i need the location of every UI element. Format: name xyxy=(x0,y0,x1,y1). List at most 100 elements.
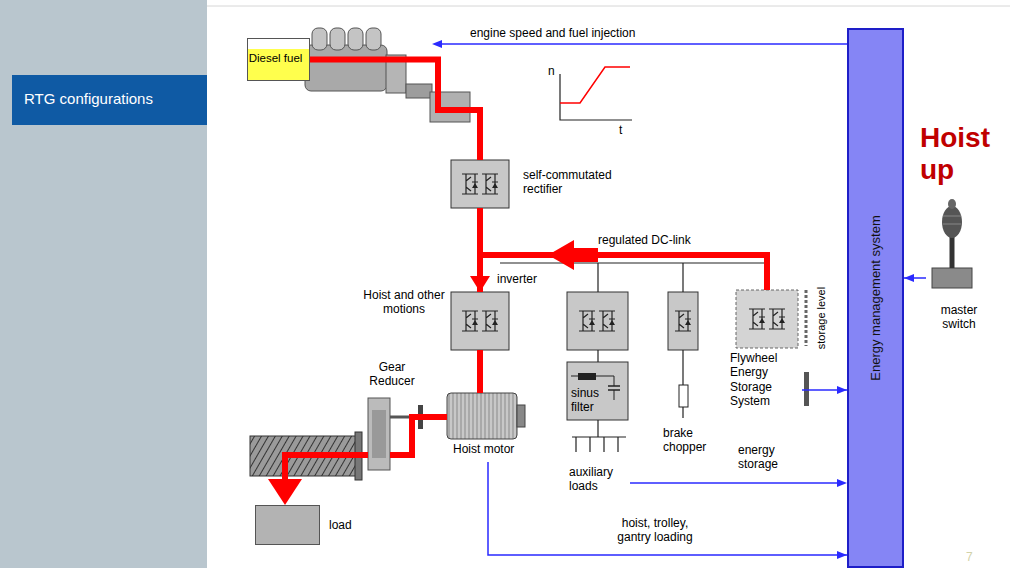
dc-bus-part xyxy=(500,263,767,292)
level-label: storage level xyxy=(815,287,828,349)
filter-label: sinus filter xyxy=(571,386,611,415)
page-number: 7 xyxy=(966,550,973,564)
signal-arrow xyxy=(802,389,847,391)
rectifier-label: self-commutated rectifier xyxy=(523,168,628,197)
switch-label: master switch xyxy=(926,303,992,332)
flywheel-symbol-part xyxy=(736,290,798,348)
sinus-filter-symbol-part xyxy=(608,385,620,387)
diesel-engine-part xyxy=(330,28,345,50)
speed-graph xyxy=(560,67,632,120)
rectifier-box: self-commutated rectifier xyxy=(451,160,631,208)
aux-inverter-symbol xyxy=(567,292,628,350)
joystick-part xyxy=(932,268,972,288)
dc-bus-part xyxy=(682,350,683,418)
fuel-tank: Diesel fuel xyxy=(247,38,310,81)
hoist-motor xyxy=(447,393,525,439)
hoist-motor-part xyxy=(447,393,517,439)
inverter-box-outline xyxy=(451,292,509,350)
engine-control-line xyxy=(432,40,847,48)
power-flow-line xyxy=(480,255,767,290)
signal-arrow xyxy=(904,277,926,279)
gear-reducer-part xyxy=(368,398,390,470)
sidebar-part xyxy=(0,0,207,568)
power-flow-line xyxy=(310,60,480,161)
brake-resistor xyxy=(679,385,688,407)
top-rule-part xyxy=(207,6,1010,7)
ems-bar: Energy management system xyxy=(847,28,904,568)
sinus-filter-symbol-part xyxy=(567,362,628,420)
sinus-filter-symbol-part xyxy=(614,390,615,400)
flywheel-symbol-part xyxy=(749,309,785,329)
diesel-engine-part xyxy=(406,84,432,98)
diesel-engine-part xyxy=(305,45,387,91)
gear-label: Gear Reducer xyxy=(360,360,424,389)
joystick-part xyxy=(943,224,961,225)
speed-graph-part xyxy=(560,67,630,103)
edge-label: hoist, trolley, gantry loading xyxy=(605,516,705,545)
flywheel-label: Flywheel Energy Storage System xyxy=(730,351,792,409)
load-label: load xyxy=(329,518,352,532)
flywheel-box-outline xyxy=(736,290,798,348)
hoist-motor-part xyxy=(517,405,525,427)
joystick-part xyxy=(948,199,956,209)
gear-box: Gear Reducer xyxy=(360,360,424,472)
power-flow-line xyxy=(477,350,483,393)
flywheel-symbol xyxy=(736,290,798,348)
gear-reducer xyxy=(368,398,390,470)
diesel-engine-part xyxy=(366,28,381,50)
filter-box: sinus filter xyxy=(567,362,628,420)
power-flow-line xyxy=(390,417,447,455)
aux-load-signal xyxy=(630,479,847,487)
chopper-symbol-part xyxy=(668,292,698,350)
signal-arrow xyxy=(488,462,847,555)
loads-label: auxiliary loads xyxy=(569,465,624,494)
inverter-box: inverterHoist and other motions xyxy=(360,270,550,352)
axis-label: t xyxy=(619,123,622,137)
joystick-part xyxy=(943,216,961,217)
sinus-filter-symbol xyxy=(567,362,628,420)
section-tab: RTG configurations xyxy=(12,75,207,125)
sinus-filter-symbol-part xyxy=(614,376,615,386)
flywheel-box: Flywheel Energy Storage System xyxy=(728,289,802,411)
motions-label: Hoist and other motions xyxy=(360,288,448,317)
top-rule xyxy=(207,6,1010,7)
mode-title: Hoist up xyxy=(920,122,1005,186)
inverter-symbol xyxy=(451,292,509,350)
chopper-box: brake chopper xyxy=(660,292,716,452)
load-box: load xyxy=(255,505,365,545)
aux-inverter-symbol-part xyxy=(579,311,615,331)
storage-level-bar xyxy=(804,290,809,406)
rectifier-symbol xyxy=(451,160,509,208)
signal-label: engine speed and fuel injection xyxy=(470,26,635,40)
joystick xyxy=(932,199,972,288)
brake-resistor-part xyxy=(679,385,688,407)
inverter-label: inverter xyxy=(497,272,537,286)
chopper-symbol-part xyxy=(675,311,691,331)
axis-label: n xyxy=(548,64,555,78)
aux-load-signal-part xyxy=(837,479,847,487)
inverter-symbol-part xyxy=(451,292,509,350)
gear-box-outline xyxy=(368,398,390,470)
diesel-engine-part xyxy=(348,28,363,50)
ems-label: Energy management system xyxy=(868,215,884,380)
dc-bus xyxy=(500,263,767,452)
load-box-outline xyxy=(255,505,320,545)
inverter-symbol-part xyxy=(462,311,498,331)
motor-box: Hoist motor xyxy=(447,392,527,462)
sidebar xyxy=(0,0,207,568)
engine-control-line-part xyxy=(432,40,442,48)
storage-label: energy storage xyxy=(738,443,788,472)
joystick-part xyxy=(942,206,962,238)
power-flow-line xyxy=(285,455,368,493)
edge-label: regulated DC-link xyxy=(598,233,691,247)
storage-level-bar-part xyxy=(805,290,808,346)
chopper-box-outline xyxy=(668,292,698,350)
dc-bus-part xyxy=(572,350,626,452)
tank-label: Diesel fuel xyxy=(247,52,304,66)
diesel-engine-part xyxy=(312,28,327,50)
gear-reducer-part xyxy=(372,410,386,458)
aux-inverter-symbol-part xyxy=(567,292,628,350)
tab-title: RTG configurations xyxy=(24,90,153,108)
storage-level-bar-part xyxy=(804,372,809,406)
master-switch: master switch xyxy=(926,200,992,335)
